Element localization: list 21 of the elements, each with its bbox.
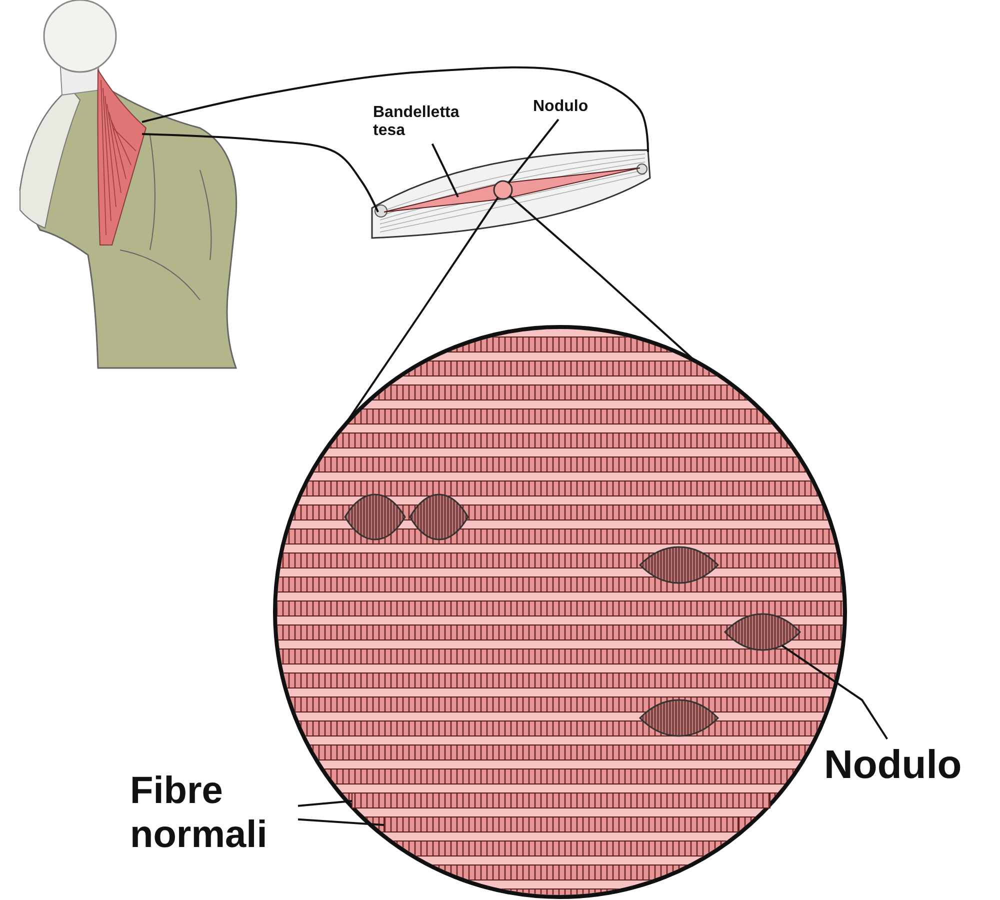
leader-line <box>508 118 560 184</box>
nodule-knot <box>344 494 406 540</box>
label: Nodulo <box>533 98 590 116</box>
muscle-fiber <box>384 816 738 832</box>
taut-band <box>384 168 640 212</box>
nodule-knot <box>409 494 469 540</box>
muscle-drawing <box>371 149 651 239</box>
nodule-marker <box>493 180 513 200</box>
nodule-knot <box>639 699 719 737</box>
label: Nodulo <box>824 742 963 788</box>
label: Bandelletta tesa <box>373 104 460 141</box>
leader-line <box>431 143 459 198</box>
zoom-line <box>509 195 695 361</box>
muscle-fiber <box>352 792 770 808</box>
nodule-knot <box>724 613 801 651</box>
label: Fibre normali <box>130 770 268 858</box>
zoom-line <box>142 133 379 212</box>
nodule-knot <box>639 546 719 584</box>
zoom-line <box>142 66 649 152</box>
leader-line <box>298 800 352 807</box>
human-back-drawing <box>19 0 238 369</box>
